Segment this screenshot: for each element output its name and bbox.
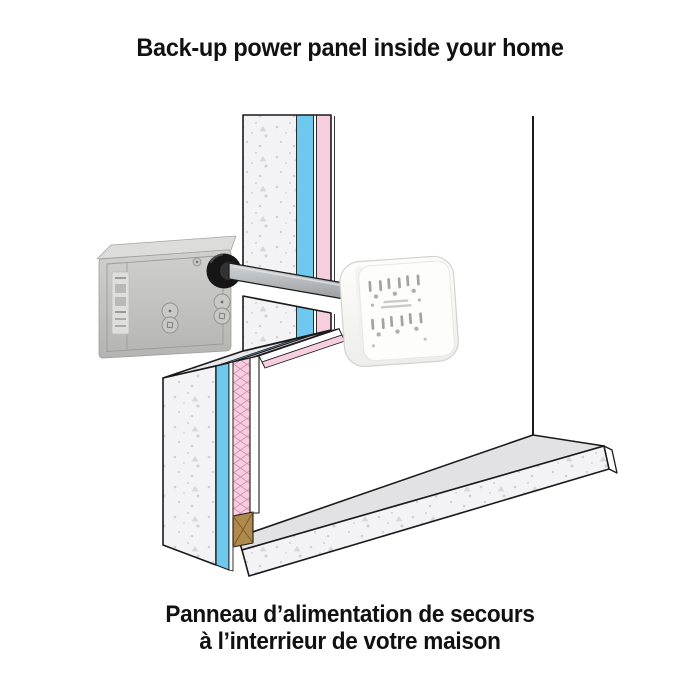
box-knockout-left [161,302,179,334]
outlet [371,318,385,337]
box-screw [192,257,202,267]
concrete-layer [243,115,297,351]
outlet-panel [339,255,459,368]
outlets [368,274,423,337]
outlet [406,274,420,294]
wood-sill-plate [232,511,254,548]
outlet [387,277,402,296]
figure-title: Back-up power panel inside your home [136,34,564,62]
wall-section-below-conduit [242,295,332,352]
interior-drywall [249,355,260,514]
foam-insulation-board [296,115,314,351]
wall-cut-surface [162,328,346,379]
power-inlet-box [96,235,237,359]
gypsum-sheathing [316,115,331,351]
exterior-concrete-wall-lower [162,355,260,572]
foam-insulation-board [215,362,230,571]
outlet [389,315,404,334]
concrete-layer [162,365,217,566]
batt-insulation [232,357,251,517]
floor-slab [237,434,618,577]
box-cover-seam [106,255,224,352]
floor-slab-front-face [241,445,610,577]
caption-line-1: Panneau d’alimentation de secours [165,601,535,628]
box-front-face [98,249,232,359]
box-knockout-right [213,293,231,325]
caption-line-2: à l’interrieur de votre maison [199,628,501,655]
outlet [368,280,383,299]
outlet-panel-face [358,260,455,362]
panel-imprint [371,298,427,348]
exterior-concrete-wall-upper [242,114,335,352]
air-gap [228,361,234,572]
figure-caption: Panneau d’alimentation de secours à l’in… [21,601,679,655]
outlet [408,312,423,331]
box-label [111,271,130,335]
